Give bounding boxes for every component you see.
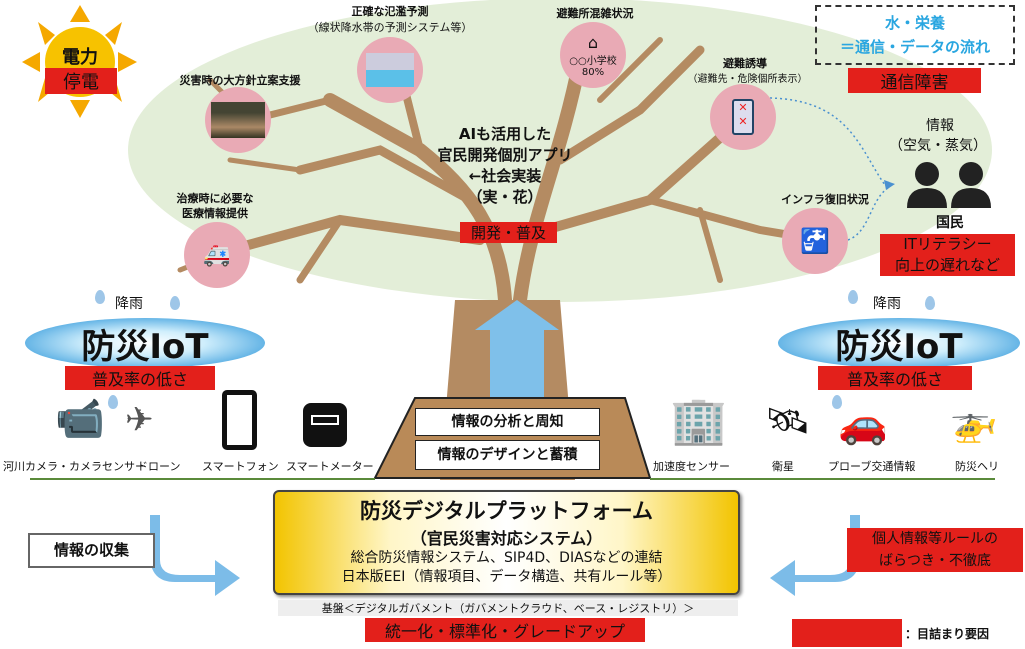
raindrop bbox=[170, 296, 180, 310]
power-outage-issue: 停電 bbox=[45, 68, 117, 94]
analysis-box: 情報の分析と周知 bbox=[415, 408, 600, 436]
issue-line: 向上の遅れなど bbox=[894, 256, 1000, 274]
collect-label: 情報の収集 bbox=[28, 533, 155, 568]
raindrop bbox=[108, 395, 118, 409]
helicopter-icon: 🚁 bbox=[950, 400, 998, 444]
legend-line: 水・栄養 bbox=[884, 14, 945, 32]
device-label: 加速度センサー bbox=[653, 460, 730, 473]
tree-center-text: AIも活用した 官民開発個別アプリ ←社会実装 （実・花） bbox=[410, 124, 600, 208]
center-line: ←社会実装 bbox=[468, 167, 542, 185]
app-subtitle: （線状降水帯の予測システム等） bbox=[307, 21, 473, 34]
app-title: 正確な氾濫予測 bbox=[351, 5, 429, 18]
raindrop bbox=[95, 290, 105, 304]
legend-text: ：目詰まり要因 bbox=[905, 627, 990, 641]
comm-failure-issue: 通信障害 bbox=[848, 68, 981, 93]
info-sublabel: （空気・蒸気） bbox=[889, 138, 987, 154]
rain-label-left: 降雨 bbox=[115, 296, 143, 312]
smart-meter-icon bbox=[303, 403, 347, 447]
standardization-issue: 統一化・標準化・グレードアップ bbox=[365, 618, 645, 642]
platform-title: 防災デジタルプラットフォーム bbox=[360, 499, 653, 523]
platform-line: 総合防災情報システム、SIP4D、DIASなどの連結 bbox=[350, 550, 663, 566]
faucet-icon: 🚰 bbox=[782, 208, 848, 274]
rules-arrow bbox=[770, 515, 860, 596]
foundation-label: 基盤＜デジタルガバメント（ガバメントクラウド、ベース・レジストリ）＞ bbox=[278, 600, 738, 616]
info-label: 情報 bbox=[926, 118, 954, 134]
app-title: 避難所混雑状況 bbox=[556, 7, 634, 20]
camera-icon: 📹 bbox=[55, 396, 105, 442]
house-icon: ⌂ bbox=[587, 32, 599, 52]
stretcher-icon: 🚑 bbox=[184, 222, 250, 288]
device-label: 河川カメラ・カメラセンサー bbox=[3, 460, 146, 473]
app-title: インフラ復旧状況 bbox=[781, 193, 869, 206]
iot-issue-right: 普及率の低さ bbox=[818, 366, 972, 390]
device-label: ドローン bbox=[137, 460, 181, 473]
design-box: 情報のデザインと蓄積 bbox=[415, 440, 600, 470]
iot-badge-right: 防災IoT bbox=[778, 318, 1020, 368]
center-line: 官民開発個別アプリ bbox=[437, 146, 573, 164]
rules-issue: 個人情報等ルールの ばらつき・不徹底 bbox=[847, 528, 1023, 572]
raindrop bbox=[925, 296, 935, 310]
center-line: （実・花） bbox=[467, 188, 543, 206]
app-subtitle: （避難先・危険個所表示） bbox=[687, 74, 808, 85]
dev-issue: 開発・普及 bbox=[460, 222, 557, 243]
people-icon bbox=[907, 162, 991, 208]
platform-line: 日本版EEI（情報項目、データ構造、共有ルール等） bbox=[341, 569, 672, 585]
app-title: 治療時に必要な bbox=[176, 192, 254, 205]
command-center-image bbox=[205, 87, 271, 153]
issue-line: 個人情報等ルールの bbox=[872, 531, 998, 547]
smartphone-icon bbox=[222, 390, 257, 450]
issue-line: ITリテラシー bbox=[903, 235, 992, 253]
literacy-issue: ITリテラシー 向上の遅れなど bbox=[880, 234, 1015, 276]
collect-arrow bbox=[150, 515, 240, 596]
building-quake-icon: 🏢 bbox=[670, 393, 728, 447]
device-label: スマートメーター bbox=[286, 460, 374, 473]
data-flow-legend: 水・栄養 ＝通信・データの流れ bbox=[815, 5, 1015, 65]
app-title: 災害時の大方針立案支援 bbox=[179, 74, 301, 87]
phone-map-icon: ✕✕ bbox=[710, 84, 776, 150]
drone-icon: ✈ bbox=[125, 400, 154, 440]
legend-swatch bbox=[792, 619, 902, 647]
satellite-icon: 🛰 bbox=[765, 401, 811, 442]
platform-box: 防災デジタルプラットフォーム （官民災害対応システム） 総合防災情報システム、S… bbox=[273, 490, 740, 595]
device-label: プローブ交通情報 bbox=[828, 460, 916, 473]
school-name: ○○小学校 bbox=[569, 55, 617, 67]
device-label: 防災ヘリ bbox=[955, 460, 999, 473]
device-label: スマートフォン bbox=[202, 460, 279, 473]
rain-label-right: 降雨 bbox=[873, 296, 901, 312]
raindrop bbox=[832, 395, 842, 409]
center-line: AIも活用した bbox=[458, 125, 552, 143]
shelter-circle: ⌂ ○○小学校 80% bbox=[560, 22, 626, 88]
citizens-label: 国民 bbox=[936, 215, 964, 231]
app-title: 医療情報提供 bbox=[182, 207, 248, 220]
legend-line: ＝通信・データの流れ bbox=[839, 38, 990, 56]
iot-badge-left: 防災IoT bbox=[25, 318, 265, 368]
sun-label: 電力 bbox=[62, 47, 98, 68]
raindrop bbox=[848, 290, 858, 304]
iot-issue-left: 普及率の低さ bbox=[65, 366, 215, 390]
app-title: 避難誘導 bbox=[723, 57, 767, 70]
up-arrow bbox=[475, 300, 559, 400]
car-icon: 🚗 bbox=[838, 401, 888, 447]
platform-subtitle: （官民災害対応システム） bbox=[410, 529, 603, 548]
issue-line: ばらつき・不徹底 bbox=[879, 553, 991, 569]
flood-prediction-image bbox=[357, 37, 423, 103]
device-label: 衛星 bbox=[772, 460, 794, 473]
congestion-value: 80% bbox=[581, 66, 605, 78]
